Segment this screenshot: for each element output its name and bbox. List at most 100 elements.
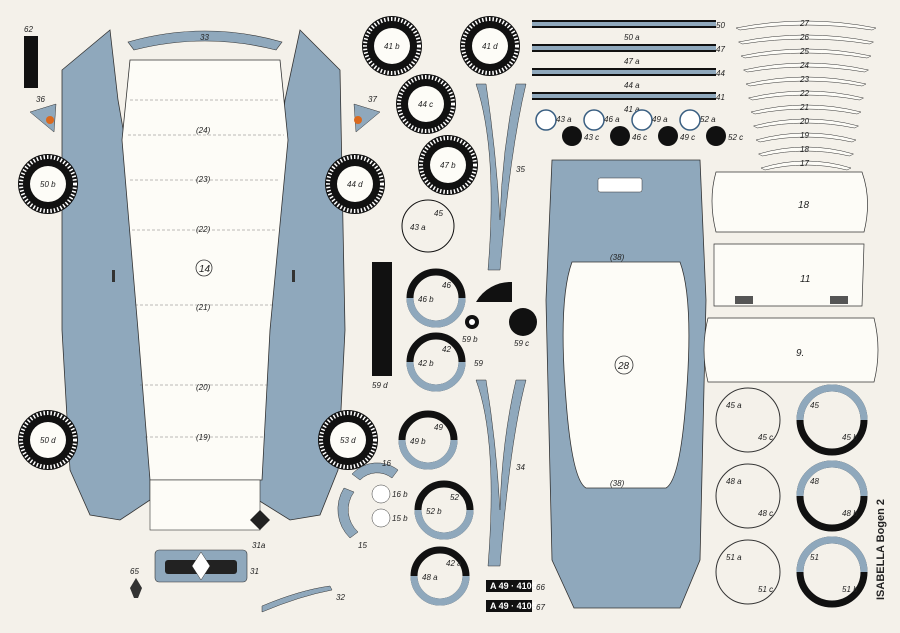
mid-ring-0 [401, 199, 455, 253]
mirror-left [29, 103, 57, 133]
arc-21 [750, 104, 862, 115]
arc-label-19: 19 [800, 131, 809, 140]
mid-ring-arc-4 [414, 509, 474, 540]
bumper-35: 35 [475, 83, 527, 271]
arc-26 [737, 34, 875, 45]
mid-ring-label2-5: 42 a [446, 559, 462, 568]
arc-22 [747, 90, 865, 101]
left-door-handle [112, 270, 115, 282]
floor-number-ring [614, 355, 634, 375]
floor-group: 28 (38) (38) [545, 159, 707, 609]
arc-label-25: 25 [799, 47, 809, 56]
mirror-left-label: 36 [36, 95, 45, 104]
panel-9 [703, 317, 879, 383]
tyre-41d-label: 41 d [482, 42, 498, 51]
strip-41-label: 41 a [624, 105, 640, 114]
black-strip-62 [24, 36, 38, 88]
plate-67-text: A 49 · 4105 [490, 601, 537, 611]
plates-group: A 49 · 4105 66 A 49 · 4105 67 [486, 580, 545, 612]
roof-strip [127, 30, 283, 51]
part-65-label: 65 [130, 567, 139, 576]
mid-ring-label-2: 42 b [418, 359, 434, 368]
hubcap-0 [535, 109, 557, 131]
hub-disc-label-1: 46 c [632, 133, 647, 142]
arc-label-21: 21 [799, 103, 809, 112]
arc-label-17: 17 [800, 159, 809, 168]
main-body-panel [121, 59, 289, 481]
arc-20 [752, 118, 860, 129]
arc-18 [757, 146, 855, 157]
arc-25 [740, 48, 872, 59]
plate-66-text: A 49 · 4105 [490, 581, 537, 591]
tyre-50d-hub [30, 422, 66, 458]
hubcap-label-2: 49 a [652, 115, 668, 124]
tyre-50b-hub [30, 166, 66, 202]
panel-label-20: (20) [196, 383, 211, 392]
mid-ring-label-3: 49 b [410, 437, 426, 446]
strip-41-inlay [532, 94, 716, 98]
arc-23 [745, 76, 867, 87]
hubcap-3 [679, 109, 701, 131]
plate-67-label: 67 [536, 603, 545, 612]
tyre-47b-ribs [419, 136, 477, 194]
hub-disc-2 [658, 126, 678, 146]
floor-bottom-label: (38) [610, 479, 625, 488]
floor-top-label: (38) [610, 253, 625, 262]
mid-ring-label2-1: 46 [442, 281, 451, 290]
mid-ring-arc-3 [398, 439, 458, 470]
arc-label-27: 27 [799, 19, 809, 28]
badge-label: 31a [252, 541, 266, 550]
tyre-41b-label: 41 b [384, 42, 400, 51]
grille-label: 31 [250, 567, 259, 576]
arc-label-18: 18 [800, 145, 809, 154]
arc-19 [755, 132, 857, 143]
part-16b-label: 16 b [392, 490, 408, 499]
tyre-44c-hub [408, 86, 444, 122]
floor-window [597, 177, 643, 193]
body-part-group: 33 (24) (23) (22) 14 (21) (20) (19) 31 [61, 29, 345, 613]
rear-panel [149, 479, 261, 531]
tyre-41b-ribs [363, 17, 421, 75]
strip-44-label: 44 a [624, 81, 640, 90]
bumper-strip [261, 585, 333, 613]
mid-ring-label-0: 43 a [410, 223, 426, 232]
hubcap-label-0: 43 a [556, 115, 572, 124]
tyre-50b-label: 50 b [40, 180, 56, 189]
mid-ring-label-1: 46 b [418, 295, 434, 304]
plate-66-label: 66 [536, 583, 545, 592]
part-16b-disc [371, 484, 391, 504]
plate-66 [486, 580, 532, 592]
arc-27 [735, 20, 877, 31]
tyre-50d-ribs [19, 411, 77, 469]
right-ring-label2-5: 51 b [842, 585, 858, 594]
panel-group-right: 18 11 9. [703, 171, 879, 383]
hubcap-2 [631, 109, 653, 131]
right-ring-label2-2: 48 c [758, 509, 773, 518]
part-59c-label: 59 c [514, 339, 529, 348]
right-ring-label-0: 45 a [726, 401, 742, 410]
arc-label-23: 23 [799, 75, 809, 84]
mid-ring-arc-1 [406, 297, 466, 328]
right-ring-arc-5 [796, 536, 868, 573]
strip-47-label: 47 a [624, 57, 640, 66]
hub-disc-label-0: 43 c [584, 133, 599, 142]
bumper-label: 32 [336, 593, 345, 602]
panel-18-label: 18 [798, 200, 810, 211]
mid-ring-label2-4: 52 [450, 493, 459, 502]
mid-ring-label2-0: 45 [434, 209, 443, 218]
right-ring-arc-3 [796, 460, 868, 497]
tyre-50d-label: 50 d [40, 436, 56, 445]
tyre-41b-hub [374, 28, 410, 64]
part-16-label: 16 [382, 459, 391, 468]
part-15-label: 15 [358, 541, 367, 550]
floor-label: 28 [617, 361, 630, 372]
arc-17 [760, 160, 852, 171]
right-ring-label2-0: 45 c [758, 433, 773, 442]
part-15-arc [337, 487, 359, 539]
tyre-44d-label: 44 d [347, 180, 363, 189]
main-body-number-ring [195, 259, 213, 277]
